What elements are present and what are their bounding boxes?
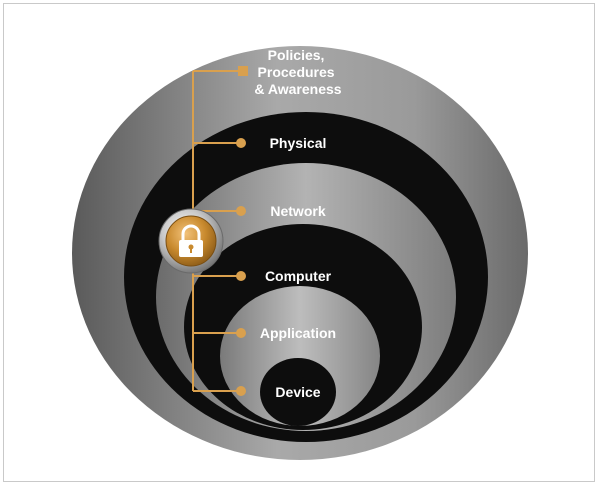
layer-device-shape [260,358,336,426]
layer-application-shape [220,286,380,426]
label-policies-line-2: Procedures [258,64,335,80]
connector-end-policies [238,66,248,76]
label-policies: Policies, Procedures & Awareness [254,47,341,97]
connector-dot-physical [236,138,246,148]
connector-dot-device [236,386,246,396]
label-policies-line-1: Policies, [268,47,325,63]
label-device: Device [275,384,320,400]
connector-dot-network [236,206,246,216]
label-computer: Computer [265,268,332,284]
padlock-icon [158,208,224,274]
label-physical: Physical [270,135,327,151]
connector-dot-computer [236,271,246,281]
label-policies-line-3: & Awareness [254,81,341,97]
connector-dot-application [236,328,246,338]
label-application: Application [260,325,336,341]
label-network: Network [270,203,325,219]
